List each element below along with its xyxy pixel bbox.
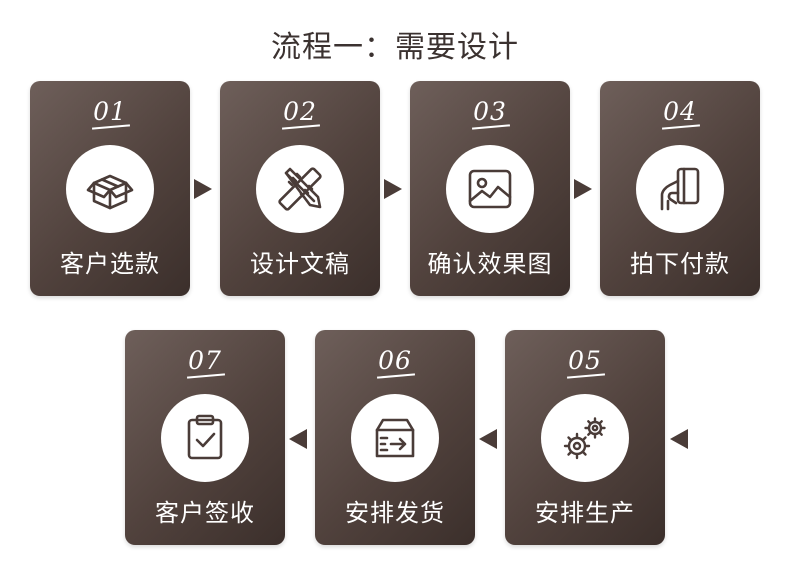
clipboard-check-icon [187,414,223,460]
step-card-07: 07 客户签收 [125,330,285,545]
arrow-left-icon [289,429,307,449]
step-label: 安排发货 [345,499,445,527]
step-icon-circle [636,145,724,233]
step-number: 06 [378,346,412,375]
arrow-right-icon [384,179,402,199]
arrow-right-icon [574,179,592,199]
step-icon-circle [256,145,344,233]
step-number: 03 [473,97,507,126]
card-payment-icon [660,167,700,211]
step-label: 客户签收 [155,499,255,527]
page-title: 流程一：需要设计 [271,30,519,65]
step-label: 客户选款 [60,250,160,278]
step-icon-circle [66,145,154,233]
arrow-right-icon [194,179,212,199]
step-card-06: 06 安排发货 [315,330,475,545]
step-icon-circle [161,394,249,482]
step-card-05: 05 安排生产 [505,330,665,545]
step-label: 确认效果图 [427,250,553,278]
step-card-01: 01 客户选款 [30,81,190,296]
step-number: 05 [568,346,602,375]
gears-icon [563,417,606,460]
step-card-04: 04 拍下付款 [600,81,760,296]
arrow-left-icon [479,429,497,449]
ruler-pencil-icon [278,167,322,211]
step-number: 01 [93,97,127,126]
shipping-box-icon [375,418,415,458]
step-number: 04 [663,97,697,126]
step-icon-circle [446,145,534,233]
box-icon [86,174,134,210]
step-number: 02 [283,97,317,126]
step-card-03: 03 确认效果图 [410,81,570,296]
step-label: 设计文稿 [250,250,350,278]
step-card-02: 02 设计文稿 [220,81,380,296]
step-label: 拍下付款 [630,250,730,278]
image-icon [468,169,512,209]
step-icon-circle [351,394,439,482]
step-icon-circle [541,394,629,482]
step-label: 安排生产 [535,499,635,527]
arrow-left-icon [670,429,688,449]
step-number: 07 [188,346,222,375]
